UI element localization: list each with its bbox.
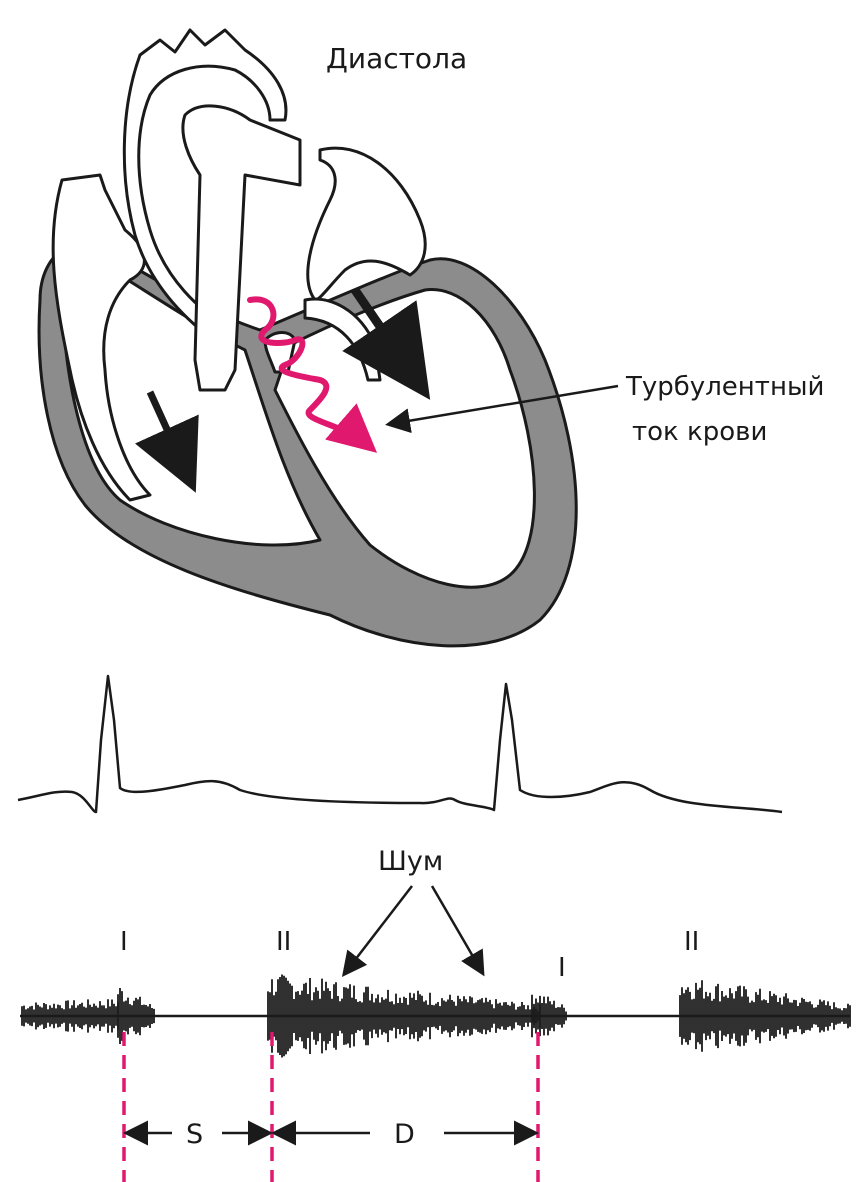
diastole-label: Диастола (326, 42, 467, 75)
heart-sound-s1-first: I (120, 927, 128, 957)
interval-markers (124, 1032, 538, 1182)
diastole-interval-label: D (394, 1119, 415, 1150)
turbulent-label-line1: Турбулентный (625, 372, 824, 402)
phonocardiogram (20, 975, 850, 1058)
heart-sound-s1-second: I (558, 953, 566, 983)
heart-illustration (39, 30, 576, 646)
phono-sound-bursts (22, 975, 850, 1058)
heart-sound-s2-first: II (276, 927, 291, 957)
murmur-label: Шум (378, 846, 443, 877)
turbulent-label-line2: ток крови (632, 417, 767, 447)
sound-burst (268, 975, 540, 1058)
heart-sound-s2-second: II (684, 927, 699, 957)
murmur-arrow-right (432, 886, 482, 972)
sound-burst (22, 999, 118, 1033)
murmur-arrow-left (345, 886, 412, 973)
systole-interval-label: S (186, 1119, 203, 1150)
ecg-trace (18, 676, 782, 812)
